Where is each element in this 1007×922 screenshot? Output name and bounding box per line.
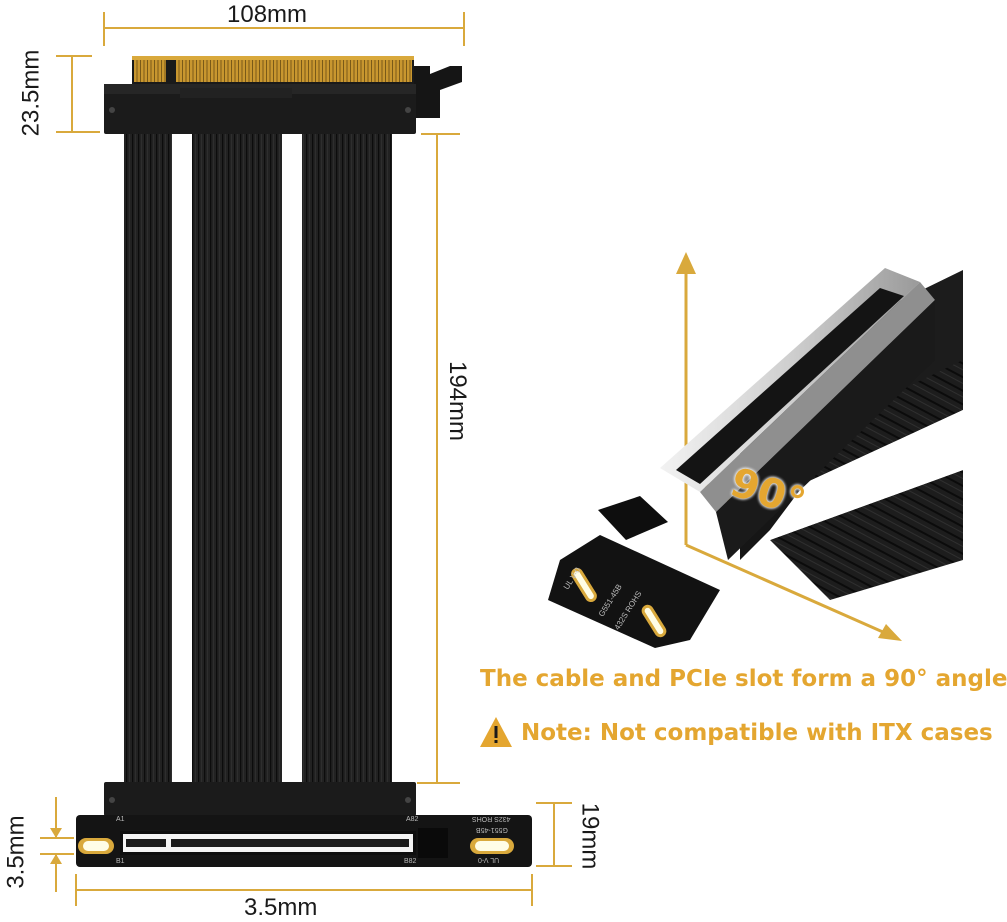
dim-cable-length: 194mm [444,360,472,442]
pin-label-a82: A82 [406,816,419,823]
board-rohs-text: 432S ROHS [472,815,511,822]
board-part-text: G551-45B [476,826,508,833]
dimension-arrows [50,828,62,864]
dim-width-top: 108mm [227,1,308,28]
dim-left-small: 3.5mm [2,815,30,889]
angle-arrowheads [676,252,902,641]
dimension-lines [40,12,572,906]
3d-side-board [548,496,720,648]
pcie-bracket [414,66,462,118]
dim-connector-height: 23.5mm [17,49,45,137]
top-connector-housing [104,84,416,134]
dim-slot-height: 19mm [576,802,604,870]
product-illustration [40,12,963,906]
pin-label-a1: A1 [116,816,125,823]
board-ul-text: UL V-0 [478,856,500,863]
warning-icon [480,717,512,747]
dim-bottom: 3.5mm [244,894,318,921]
pin-label-b1: B1 [116,858,125,865]
pcie-gold-fingers [132,56,414,84]
ribbon-cables [124,134,392,784]
note-caption: Note: Not compatible with ITX cases [521,720,993,746]
3d-pcie-slot [660,268,935,560]
pin-label-b82: B82 [404,858,417,865]
angle-caption: The cable and PCIe slot form a 90° angle [480,666,1007,692]
pcie-slot-board [76,815,532,867]
bottom-connector-housing [104,782,416,816]
